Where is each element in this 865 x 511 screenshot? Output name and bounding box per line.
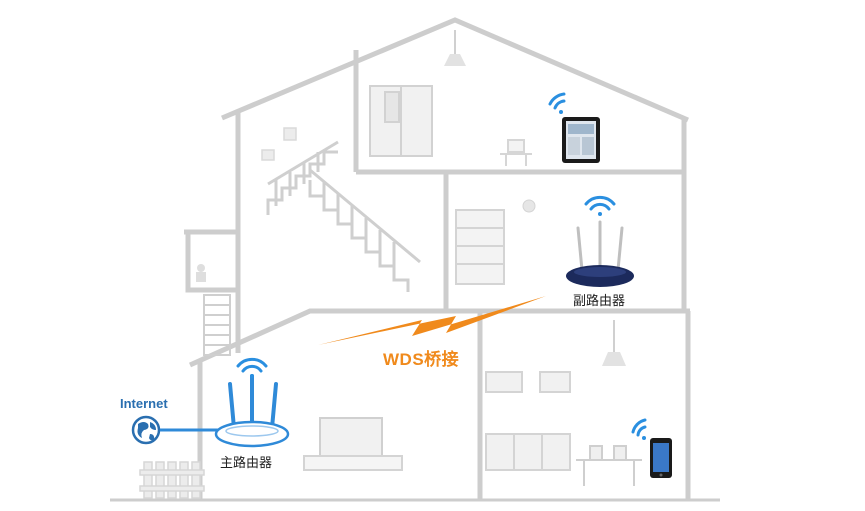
staircase-upper bbox=[266, 140, 339, 215]
tv-icon bbox=[303, 417, 403, 471]
sub-router-icon bbox=[566, 220, 634, 287]
house-outline bbox=[110, 17, 720, 502]
wds-bridge-label: WDS桥接 bbox=[383, 350, 460, 369]
tablet-icon bbox=[562, 117, 600, 163]
kitchen-cabinets bbox=[485, 371, 571, 471]
wall-clock bbox=[522, 199, 536, 213]
phone-icon bbox=[650, 438, 672, 478]
sub-router-label: 副路由器 bbox=[573, 293, 626, 308]
wifi-icon-phone bbox=[631, 418, 647, 440]
lightning-bolt-icon bbox=[318, 296, 546, 345]
wardrobe bbox=[369, 85, 433, 157]
wifi-icon-main bbox=[236, 357, 268, 378]
main-router-icon bbox=[214, 374, 290, 448]
wifi-icon-sub bbox=[584, 195, 616, 216]
ladder bbox=[203, 294, 231, 356]
plant bbox=[196, 264, 206, 282]
internet-label: Internet bbox=[120, 396, 168, 411]
lamp-icon-ground bbox=[602, 320, 626, 366]
attic-table bbox=[500, 139, 532, 166]
globe-icon bbox=[131, 415, 161, 445]
lamp-icon-attic bbox=[444, 30, 466, 66]
wifi-icon-tablet bbox=[548, 92, 566, 114]
staircase-middle bbox=[308, 168, 421, 292]
bookshelf bbox=[455, 209, 505, 285]
main-router-label: 主路由器 bbox=[220, 455, 273, 470]
wall-frames bbox=[261, 127, 297, 161]
dining-table bbox=[576, 445, 642, 486]
fence bbox=[139, 461, 205, 499]
